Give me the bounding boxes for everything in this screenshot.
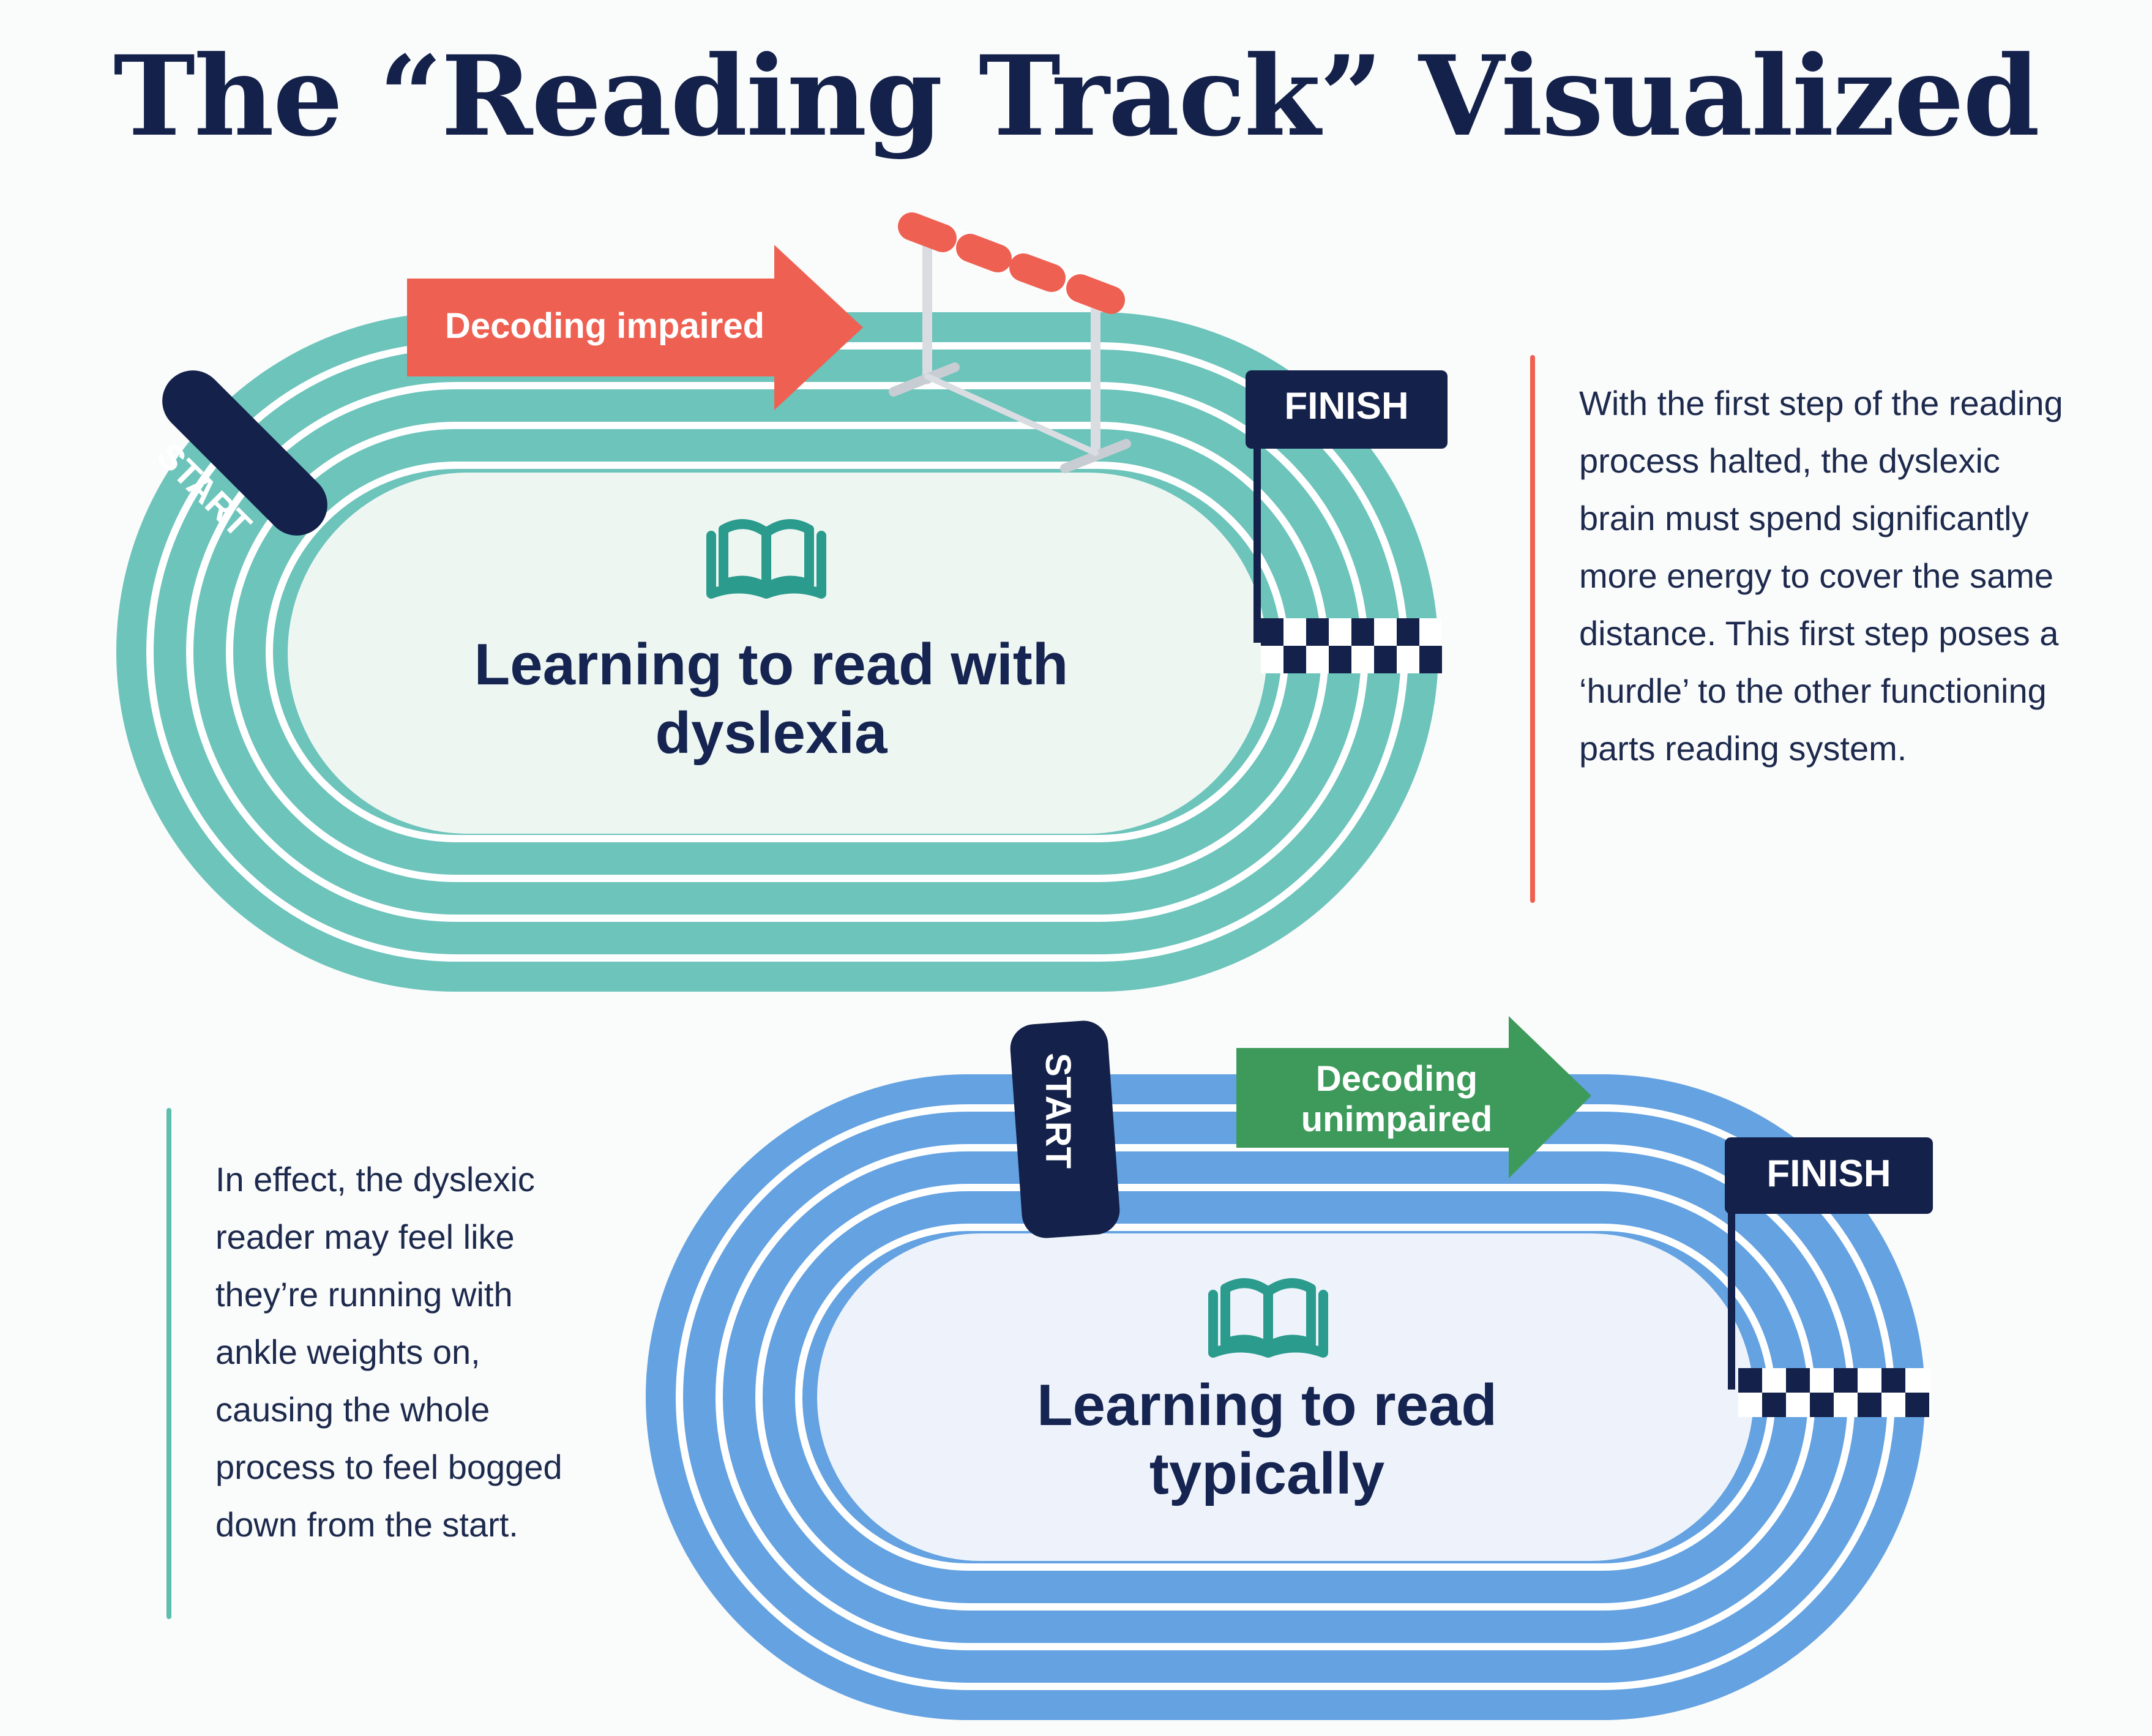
left-text-divider: [166, 1108, 171, 1619]
decoding-unimpaired-label: Decoding unimpaired: [1301, 1059, 1493, 1139]
decoding-impaired-arrow: [407, 245, 863, 410]
bottom-finish-flag: [1725, 1137, 1933, 1390]
bottom-track: [646, 1016, 1933, 1720]
decoding-unimpaired-arrow: [1236, 1016, 1591, 1178]
bottom-infield: [817, 1233, 1754, 1561]
right-text-divider: [1530, 355, 1535, 903]
bottom-start-badge: [1010, 1020, 1120, 1238]
decoding-impaired-label: Decoding impaired: [444, 306, 765, 346]
hurdle-icon: [889, 212, 1131, 473]
bottom-finish-label: FINISH: [1766, 1153, 1891, 1195]
page-title: The “Reading Track” Visualized: [113, 32, 2040, 161]
top-finish-label: FINISH: [1284, 385, 1409, 427]
right-description: With the first step of the reading proce…: [1579, 384, 2063, 768]
top-track-label: Learning to read with dyslexia: [474, 632, 1069, 766]
bottom-track-label: Learning to read typically: [1036, 1372, 1498, 1507]
top-track: [116, 212, 1448, 992]
top-start-badge: [162, 370, 327, 536]
left-description: In effect, the dyslexic reader may feel …: [215, 1160, 562, 1544]
open-book-icon: [706, 519, 826, 599]
bottom-checker-line: [1738, 1368, 1931, 1417]
open-book-icon: [1208, 1278, 1328, 1358]
top-checker-line: [1261, 618, 1442, 673]
top-finish-flag: [1246, 370, 1448, 643]
top-infield: [288, 473, 1267, 834]
bottom-start-label: START: [1038, 1053, 1078, 1169]
